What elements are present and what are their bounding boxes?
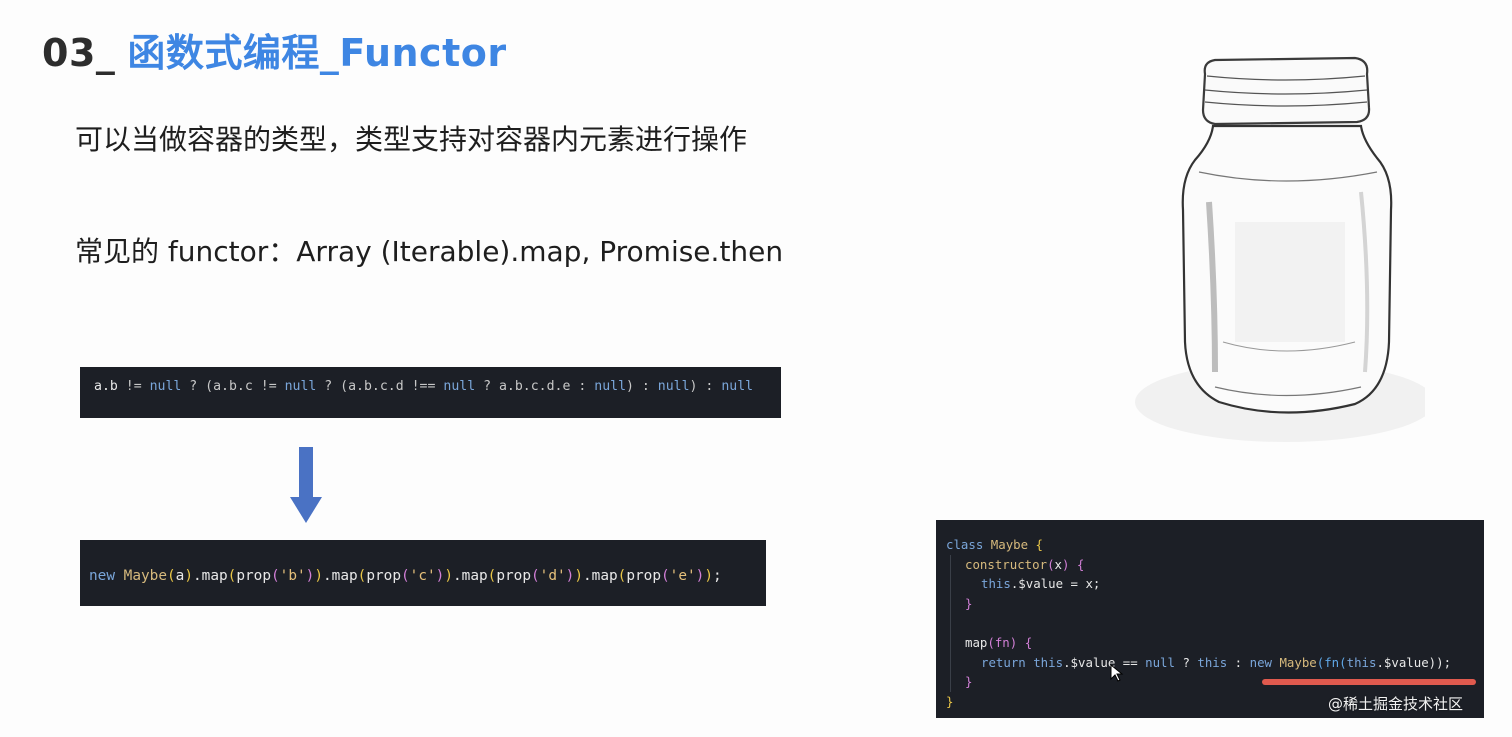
code-line: this.$value = x; [950,574,1484,594]
code-line: } [950,593,1484,614]
code-line: return this.$value == null ? this : new … [950,652,1484,673]
code-line: } [950,672,1484,692]
code-line [950,613,1484,633]
code-line: } [946,693,954,709]
mouse-cursor-icon [1110,664,1124,682]
slide-title: 03_函数式编程_Functor [42,22,507,77]
mason-jar-illustration [1135,56,1425,442]
arrow-down-icon [290,447,322,523]
functor-description: 可以当做容器的类型，类型支持对容器内元素进行操作 [75,123,748,156]
code-line: class Maybe { [946,537,1043,552]
title-text: 函数式编程_Functor [127,31,507,75]
code-line: map(fn) { [950,632,1484,653]
highlight-underline [1262,679,1476,685]
ternary-code-block: a.b != null ? (a.b.c != null ? (a.b.c.d … [80,367,781,418]
code-line: constructor(x) { [950,554,1484,575]
maybe-class-code-block: class Maybe { constructor(x) {this.$value… [936,520,1484,718]
common-functors: 常见的 functor：Array (Iterable).map, Promis… [75,235,784,268]
title-number: 03_ [42,31,116,75]
maybe-chain-code-block: new Maybe(a).map(prop('b')).map(prop('c'… [80,540,766,606]
watermark: @稀土掘金技术社区 [1328,695,1464,713]
